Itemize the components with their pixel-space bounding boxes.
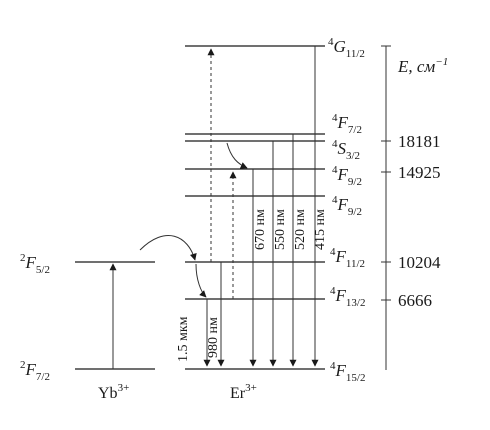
wavelength-label-520: 520 нм	[293, 209, 308, 250]
er-label-4F72: 4F7/2	[332, 112, 362, 136]
er-label-4F92-a: 4F9/2	[332, 164, 362, 188]
yb-label-2F52: 2F5/2	[20, 252, 50, 276]
wavelength-label-980: 980 нм	[206, 317, 221, 358]
yb-label-2F72: 2F7/2	[20, 359, 50, 383]
wavelength-label-670: 670 нм	[253, 209, 268, 250]
relaxation-curve-lower	[195, 263, 207, 298]
er-label-4F152: 4F15/2	[330, 360, 365, 384]
wavelength-label-1p5um: 1.5 мкм	[176, 316, 191, 362]
energy-value-14925: 14925	[398, 163, 441, 182]
ion-label-yb: Yb3+	[98, 382, 129, 402]
er-label-4S32: 4S3/2	[332, 138, 360, 162]
energy-value-10204: 10204	[398, 253, 441, 272]
wavelength-label-415: 415 нм	[313, 209, 328, 250]
relaxation-curve-upper	[226, 142, 248, 169]
er-label-4G112: 4G11/2	[328, 36, 365, 60]
er-label-4F92-b: 4F9/2	[332, 194, 362, 218]
energy-transfer-arrow	[139, 235, 197, 261]
er-label-4F132: 4F13/2	[330, 285, 365, 309]
wavelength-label-550: 550 нм	[273, 209, 288, 250]
axis-label: E, см−1	[397, 56, 448, 76]
er-label-4F112: 4F11/2	[330, 246, 365, 270]
ion-label-er: Er3+	[230, 382, 257, 402]
energy-value-18181: 18181	[398, 132, 441, 151]
energy-value-6666: 6666	[398, 291, 432, 310]
